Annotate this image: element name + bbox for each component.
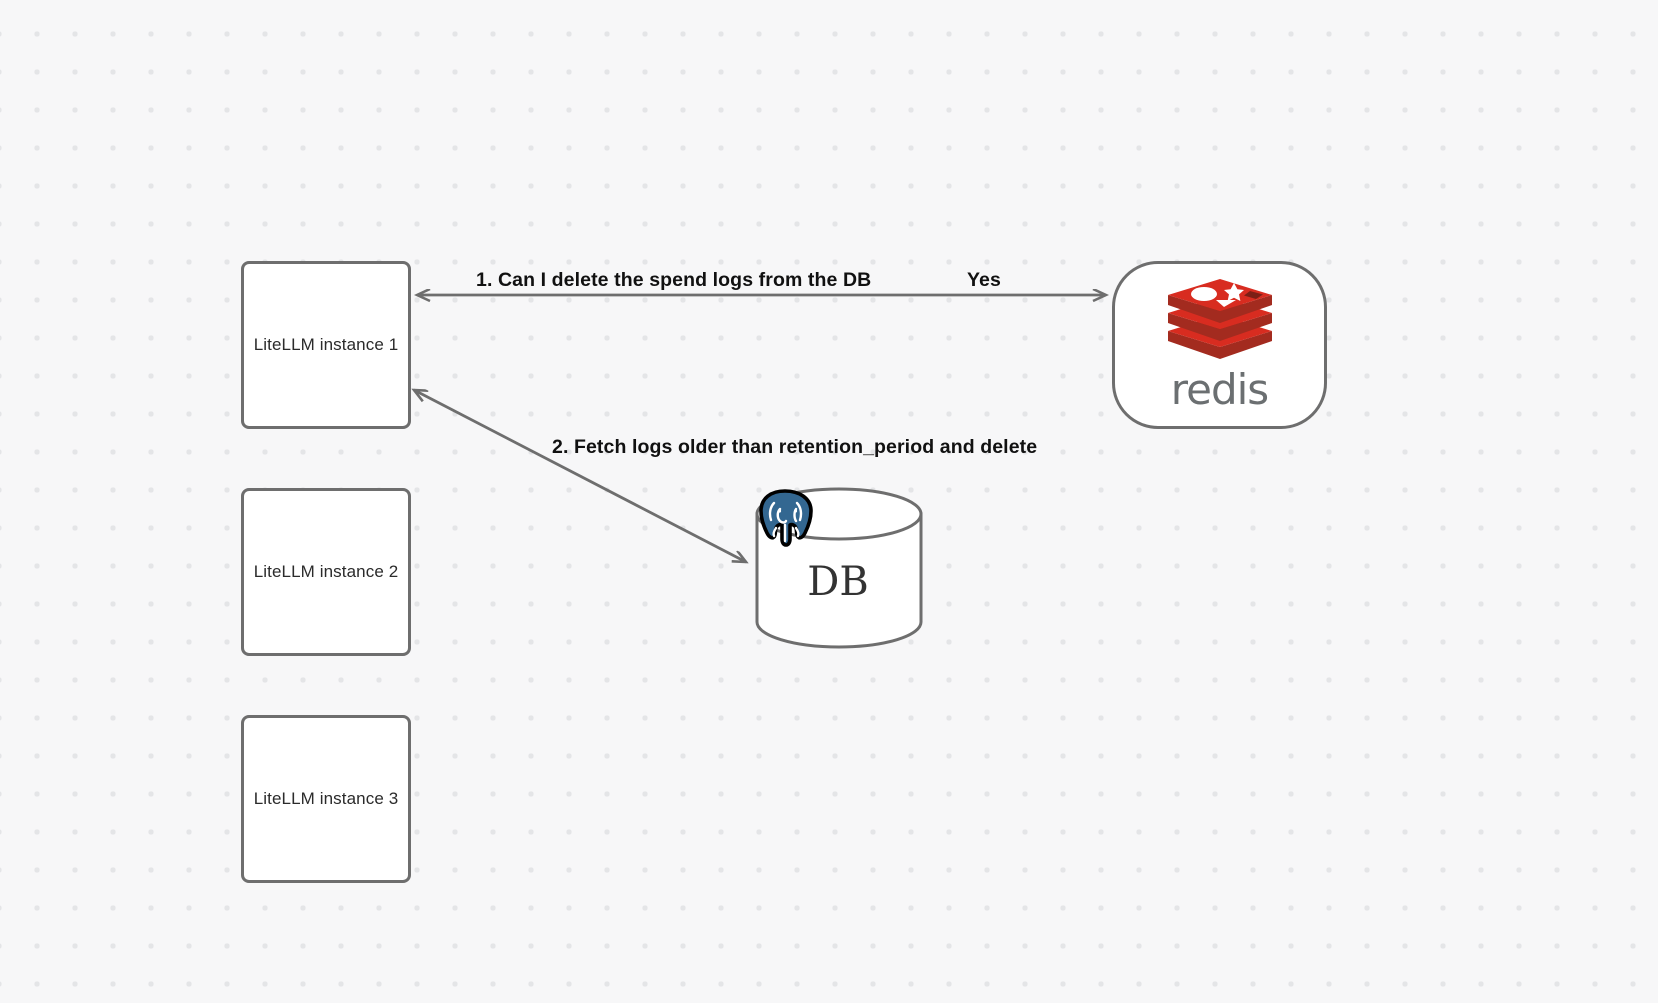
node-litellm-instance-2[interactable]: LiteLLM instance 2 bbox=[241, 488, 411, 656]
redis-logo-icon bbox=[1167, 279, 1272, 359]
redis-wordmark: redis bbox=[1170, 365, 1269, 414]
node-label: LiteLLM instance 3 bbox=[253, 789, 399, 808]
node-label: LiteLLM instance 1 bbox=[253, 335, 399, 354]
edge-label-redis-reply: Yes bbox=[967, 269, 1001, 291]
node-litellm-instance-1[interactable]: LiteLLM instance 1 bbox=[241, 261, 411, 429]
db-label: DB bbox=[807, 559, 869, 605]
db-content: DB bbox=[754, 487, 924, 649]
node-label: LiteLLM instance 2 bbox=[253, 562, 399, 581]
node-database[interactable]: DB bbox=[754, 487, 924, 649]
edge-label-redis-request: 1. Can I delete the spend logs from the … bbox=[476, 269, 872, 291]
edge-line-db bbox=[414, 390, 746, 562]
node-litellm-instance-3[interactable]: LiteLLM instance 3 bbox=[241, 715, 411, 883]
postgresql-elephant-icon bbox=[759, 489, 813, 547]
edge-label-db-fetch: 2. Fetch logs older than retention_perio… bbox=[552, 436, 1038, 458]
redis-logo-group: redis bbox=[1164, 279, 1276, 411]
node-redis[interactable]: redis bbox=[1112, 261, 1327, 429]
